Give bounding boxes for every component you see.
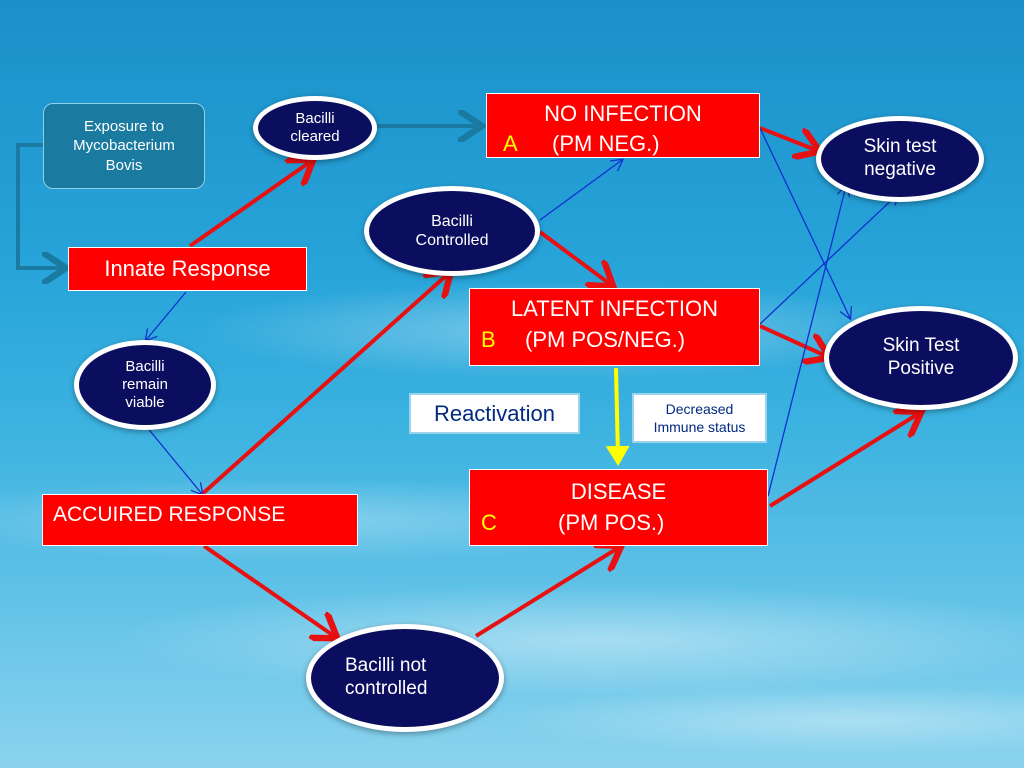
latent-infection-title: LATENT INFECTION xyxy=(511,296,718,321)
arrow-acquired-to-not-controlled xyxy=(202,544,334,636)
skin-test-positive-label: Skin Test Positive xyxy=(882,335,960,379)
arrow-innate-to-remain-viable xyxy=(146,291,187,340)
no-infection-title: NO INFECTION xyxy=(544,101,702,126)
arrow-latent-to-skin-neg xyxy=(759,194,898,325)
arrow-disease-to-skin-neg xyxy=(767,186,846,497)
bacilli-not-controlled-node: Bacilli not controlled xyxy=(306,624,504,732)
arrow-not-controlled-to-disease xyxy=(474,548,618,638)
skin-test-negative-label: Skin test negative xyxy=(863,136,937,180)
latent-infection-letter: B xyxy=(481,327,496,352)
skin-test-negative-node: Skin test negative xyxy=(816,116,984,202)
bacilli-remain-viable-label: Bacilli remain viable xyxy=(122,358,168,411)
decreased-immune-box: Decreased Immune status xyxy=(632,393,767,443)
arrow-controlled-to-no-infection xyxy=(539,160,622,221)
acquired-response-label: ACCUIRED RESPONSE xyxy=(53,503,286,526)
innate-response-label: Innate Response xyxy=(104,256,271,281)
disease-sub: (PM POS.) xyxy=(558,510,665,535)
acquired-response-box: ACCUIRED RESPONSE xyxy=(42,494,358,546)
reactivation-label-box: Reactivation xyxy=(409,393,580,434)
reactivation-label: Reactivation xyxy=(433,400,556,426)
latent-infection-sub: (PM POS/NEG.) xyxy=(525,327,686,352)
exposure-box: Exposure to Mycobacterium Bovis xyxy=(43,103,205,189)
latent-infection-box: LATENT INFECTION B (PM POS/NEG.) xyxy=(469,288,760,366)
skin-test-positive-node: Skin Test Positive xyxy=(824,306,1018,410)
arrow-remain-viable-to-acquired xyxy=(145,425,202,494)
arrow-disease-to-skin-pos xyxy=(768,414,918,508)
bacilli-remain-viable-node: Bacilli remain viable xyxy=(74,340,216,430)
arrow-innate-to-cleared xyxy=(188,162,310,248)
bacilli-controlled-node: Bacilli Controlled xyxy=(364,186,540,276)
arrow-exposure-to-innate xyxy=(16,143,62,268)
decreased-immune-label: Decreased Immune status xyxy=(653,400,746,435)
no-infection-sub: (PM NEG.) xyxy=(552,131,660,156)
exposure-label: Exposure to Mycobacterium Bovis xyxy=(73,117,175,174)
innate-response-box: Innate Response xyxy=(68,247,307,291)
no-infection-box: NO INFECTION A (PM NEG.) xyxy=(486,93,760,158)
bacilli-cleared-label: Bacilli cleared xyxy=(290,110,340,145)
bacilli-not-controlled-label: Bacilli not controlled xyxy=(345,655,428,699)
disease-letter: C xyxy=(481,510,497,535)
bacilli-cleared-node: Bacilli cleared xyxy=(253,96,377,160)
arrow-controlled-to-latent xyxy=(538,230,610,284)
arrow-acquired-to-controlled xyxy=(198,274,448,498)
arrow-no-infection-to-skin-neg xyxy=(759,126,816,150)
arrow-latent-to-skin-pos xyxy=(759,324,826,356)
no-infection-letter: A xyxy=(503,131,518,156)
bacilli-controlled-label: Bacilli Controlled xyxy=(415,212,489,249)
disease-box: DISEASE C (PM POS.) xyxy=(469,469,768,546)
arrow-latent-to-disease xyxy=(605,367,630,466)
disease-title: DISEASE xyxy=(570,479,667,504)
arrow-no-infection-to-skin-pos xyxy=(759,127,850,318)
